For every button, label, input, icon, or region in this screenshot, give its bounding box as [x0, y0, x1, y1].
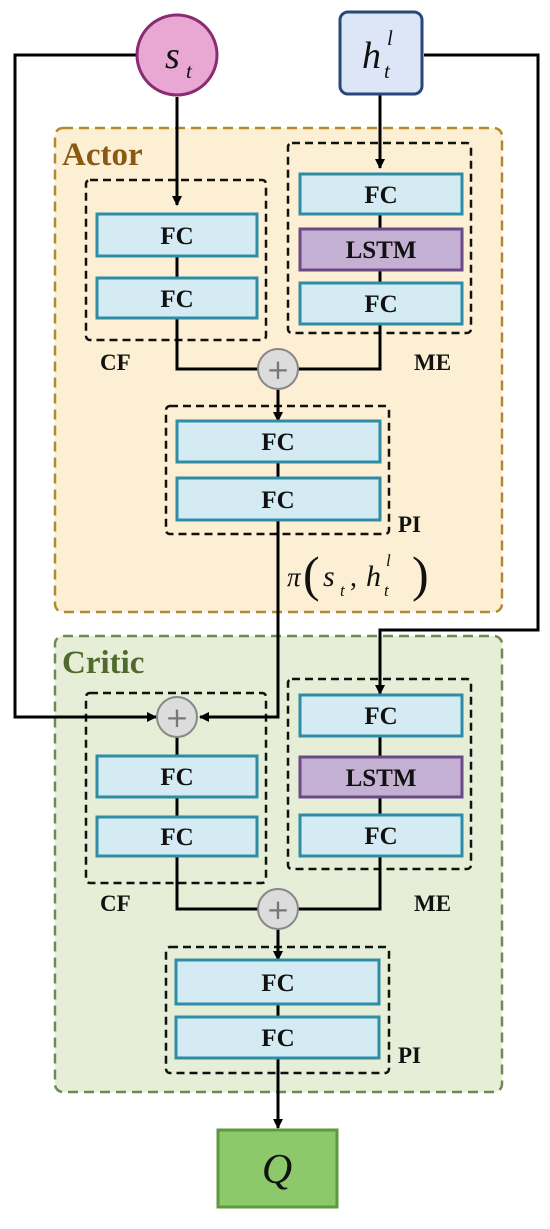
- actor-me-layer-3: FC: [298, 281, 464, 326]
- svg-text:FC: FC: [261, 1025, 294, 1052]
- critic-title: Critic: [62, 645, 144, 681]
- history-superscript: l: [387, 26, 393, 50]
- critic-pi-layer-2: FC: [174, 1015, 381, 1060]
- svg-text:LSTM: LSTM: [346, 765, 417, 792]
- actor-sum-node: +: [257, 348, 299, 390]
- actor-title: Actor: [62, 137, 143, 173]
- svg-text:FC: FC: [261, 970, 294, 997]
- svg-text:+: +: [266, 893, 289, 926]
- svg-text:FC: FC: [364, 703, 397, 730]
- svg-text:FC: FC: [261, 429, 294, 456]
- svg-text:s: s: [323, 560, 335, 593]
- svg-text:FC: FC: [364, 823, 397, 850]
- actor-cf-label: CF: [100, 350, 131, 375]
- svg-text:l: l: [386, 551, 391, 570]
- svg-text:FC: FC: [160, 286, 193, 313]
- svg-text:π: π: [287, 562, 302, 592]
- critic-pi-layer-1: FC: [174, 958, 381, 1006]
- critic-cf-label: CF: [100, 891, 131, 916]
- critic-sum-input-node: +: [156, 696, 198, 738]
- history-input-node: [338, 10, 424, 96]
- actor-me-label: ME: [414, 350, 451, 375]
- actor-cf-layer-1: FC: [95, 212, 259, 258]
- actor-me-lstm-layer: LSTM: [298, 227, 464, 272]
- svg-text:h: h: [366, 560, 381, 593]
- svg-text:FC: FC: [261, 487, 294, 514]
- q-output-label: Q: [262, 1147, 292, 1193]
- critic-cf-layer-2: FC: [95, 815, 259, 858]
- svg-text:FC: FC: [364, 291, 397, 318]
- svg-text:+: +: [266, 353, 289, 386]
- actor-pi-layer-1: FC: [175, 419, 382, 464]
- history-symbol: h: [362, 35, 381, 77]
- actor-pi-layer-2: FC: [175, 476, 382, 522]
- svg-text:,: ,: [350, 562, 357, 593]
- svg-text:LSTM: LSTM: [346, 237, 417, 264]
- critic-cf-layer-1: FC: [95, 754, 259, 799]
- svg-text:FC: FC: [160, 223, 193, 250]
- svg-text:FC: FC: [364, 182, 397, 209]
- q-output-node: [216, 1128, 339, 1209]
- critic-cf-group: [84, 691, 268, 885]
- svg-text:FC: FC: [160, 764, 193, 791]
- svg-text:t: t: [384, 581, 390, 600]
- policy-output-label: π ( s t , h t l ): [287, 546, 429, 602]
- critic-me-lstm-layer: LSTM: [298, 755, 464, 799]
- svg-text:FC: FC: [160, 824, 193, 851]
- state-subscript: t: [186, 59, 193, 83]
- connections: [13, 53, 540, 1129]
- critic-sum-node: +: [257, 888, 299, 930]
- critic-me-layer-3: FC: [298, 813, 464, 858]
- state-symbol: s: [165, 35, 180, 77]
- actor-me-layer-1: FC: [298, 172, 464, 216]
- history-subscript: t: [384, 59, 391, 83]
- critic-pi-label: PI: [398, 1043, 421, 1068]
- critic-me-layer-1: FC: [298, 693, 464, 738]
- actor-pi-label: PI: [398, 512, 421, 537]
- actor-cf-layer-2: FC: [95, 276, 259, 320]
- state-input-node: [135, 13, 219, 97]
- svg-text:+: +: [165, 701, 188, 734]
- svg-text:(: (: [303, 546, 320, 602]
- svg-text:t: t: [340, 581, 346, 600]
- svg-text:): ): [412, 546, 429, 602]
- critic-me-label: ME: [414, 891, 451, 916]
